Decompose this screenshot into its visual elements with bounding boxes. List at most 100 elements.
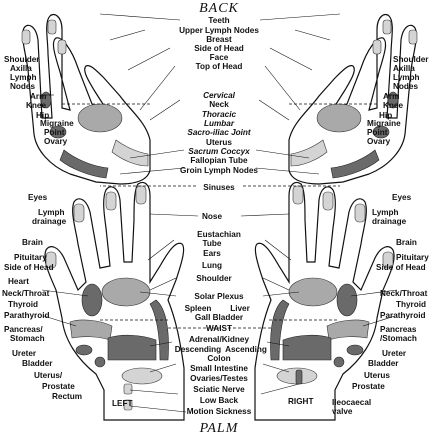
label-arm-l: Arm (30, 92, 46, 101)
label-axilla-r: Axilla (393, 64, 415, 73)
label-top-of-head: Top of Head (196, 62, 243, 71)
label-knee-l: Knee (26, 101, 46, 110)
label-liver: Liver (230, 304, 250, 313)
label-eyes-l: Eyes (28, 193, 48, 202)
label-stomach-l: Stomach (10, 334, 45, 343)
label-ileocaecal-r: Ileocaecal (332, 398, 371, 407)
palm-right-hand (254, 181, 395, 421)
label-solar-plexus: Solar Plexus (194, 292, 244, 301)
back-center-labels: Teeth Upper Lymph Nodes Breast Side of H… (179, 16, 259, 175)
label-low-back: Low Back (200, 396, 239, 405)
palm-center-labels: Sinuses Nose Eustachian Tube Ears Lung S… (175, 183, 267, 416)
label-prostate-l: Prostate (42, 382, 75, 391)
label-lymph-l-palm: Lymph (38, 208, 65, 217)
label-spleen: Spleen (185, 304, 212, 313)
label-bladder-r: Bladder (368, 359, 399, 368)
label-lung: Lung (202, 261, 222, 270)
label-pancreas-r: Pancreas (380, 325, 417, 334)
label-lymph-l: Lymph (10, 73, 37, 82)
label-lymph-r-palm: Lymph (372, 208, 399, 217)
back-left-labels: Shoulder Axilla Lymph Nodes Arm Knee Hip… (4, 55, 74, 146)
label-knee-r: Knee (383, 101, 403, 110)
label-point-l: Point (44, 128, 65, 137)
label-pancreas-l: Pancreas/ (4, 325, 43, 334)
label-bladder-l: Bladder (22, 359, 53, 368)
label-ears: Ears (203, 249, 221, 258)
label-sciatic-nerve: Sciatic Nerve (193, 385, 245, 394)
label-uterus-l: Uterus/ (34, 371, 63, 380)
label-ureter-l: Ureter (12, 349, 37, 358)
label-ovary-r: Ovary (367, 137, 391, 146)
label-right-hand: RIGHT (288, 397, 313, 406)
label-stomach-r: /Stomach (380, 334, 417, 343)
label-prostate-r: Prostate (352, 382, 385, 391)
palm-left-hand (44, 181, 185, 421)
palm-left-labels: Eyes Lymph drainage Brain Pituitary Side… (2, 193, 82, 401)
back-title: BACK (199, 1, 239, 16)
label-ascending: Ascending (225, 345, 267, 354)
label-drainage-l: drainage (32, 217, 67, 226)
back-right-hand (288, 13, 418, 185)
label-hip-r: Hip (379, 111, 392, 120)
back-right-labels: Shoulder Axilla Lymph Nodes Arm Knee Hip… (367, 55, 429, 146)
label-neck: Neck (209, 100, 229, 109)
label-thyroid-r: Thyroid (396, 300, 426, 309)
label-lumbar: Lumbar (204, 119, 235, 128)
label-nodes-l: Nodes (10, 82, 35, 91)
label-sinuses: Sinuses (203, 183, 235, 192)
label-eustachian: Eustachian (197, 230, 241, 239)
label-fallopian-tube: Fallopian Tube (190, 156, 248, 165)
label-ureter-r: Ureter (382, 349, 407, 358)
label-gall-bladder: Gall Bladder (195, 313, 244, 322)
label-shoulder-palm: Shoulder (196, 274, 232, 283)
label-tube: Tube (203, 239, 222, 248)
label-arm-r: Arm (383, 92, 399, 101)
label-brain-l: Brain (22, 238, 43, 247)
label-hip-l: Hip (36, 111, 49, 120)
label-teeth: Teeth (208, 16, 229, 25)
label-adrenal-kidney: Adrenal/Kidney (189, 335, 250, 344)
label-uterus: Uterus (206, 138, 232, 147)
label-side-of-head-r: Side of Head (376, 263, 426, 272)
palm-leaders (41, 185, 398, 413)
label-nodes-r: Nodes (393, 82, 418, 91)
label-upper-lymph-nodes: Upper Lymph Nodes (179, 26, 259, 35)
label-drainage-r: drainage (372, 217, 407, 226)
label-thoracic: Thoracic (202, 110, 237, 119)
label-brain-r: Brain (396, 238, 417, 247)
label-small-intestine: Small Intestine (190, 364, 248, 373)
label-colon: Colon (207, 354, 230, 363)
back-left-hand (21, 13, 151, 185)
palm-title: PALM (199, 421, 239, 435)
label-left-hand: LEFT (112, 399, 132, 408)
label-pituitary-l: Pituitary (14, 253, 47, 262)
label-sacro-iliac-joint: Sacro-iliac Joint (187, 128, 251, 137)
label-parathyroid-r: Parathyroid (380, 311, 426, 320)
label-valve-r: valve (332, 407, 353, 416)
label-side-of-head-l: Side of Head (4, 263, 54, 272)
label-ovaries-testes: Ovaries/Testes (190, 374, 248, 383)
label-eyes-r: Eyes (392, 193, 412, 202)
label-uterus-r: Uterus (364, 371, 390, 380)
label-neck-throat-r: Neck/Throat (380, 289, 428, 298)
palm-right-labels: Eyes Lymph drainage Brain Pituitary Side… (332, 193, 429, 416)
label-parathyroid-l: Parathyroid (4, 311, 50, 320)
label-groin-lymph-nodes: Groin Lymph Nodes (180, 166, 258, 175)
label-shoulder-r: Shoulder (393, 55, 429, 64)
label-sacrum-coccyx: Sacrum Coccyx (188, 147, 250, 156)
label-shoulder-l: Shoulder (4, 55, 40, 64)
label-thyroid-l: Thyroid (8, 300, 38, 309)
label-ovary-l: Ovary (44, 137, 68, 146)
label-axilla-l: Axilla (10, 64, 32, 73)
label-rectum-l: Rectum (52, 392, 82, 401)
label-waist: WAIST (206, 324, 232, 333)
label-lymph-r: Lymph (393, 73, 420, 82)
back-leaders (40, 13, 399, 175)
label-migraine-l: Migraine (40, 119, 74, 128)
label-face: Face (210, 53, 229, 62)
label-cervical: Cervical (203, 91, 236, 100)
label-point-r: Point (367, 128, 388, 137)
label-side-of-head: Side of Head (194, 44, 244, 53)
label-migraine-r: Migraine (367, 119, 401, 128)
label-descending: Descending (175, 345, 221, 354)
